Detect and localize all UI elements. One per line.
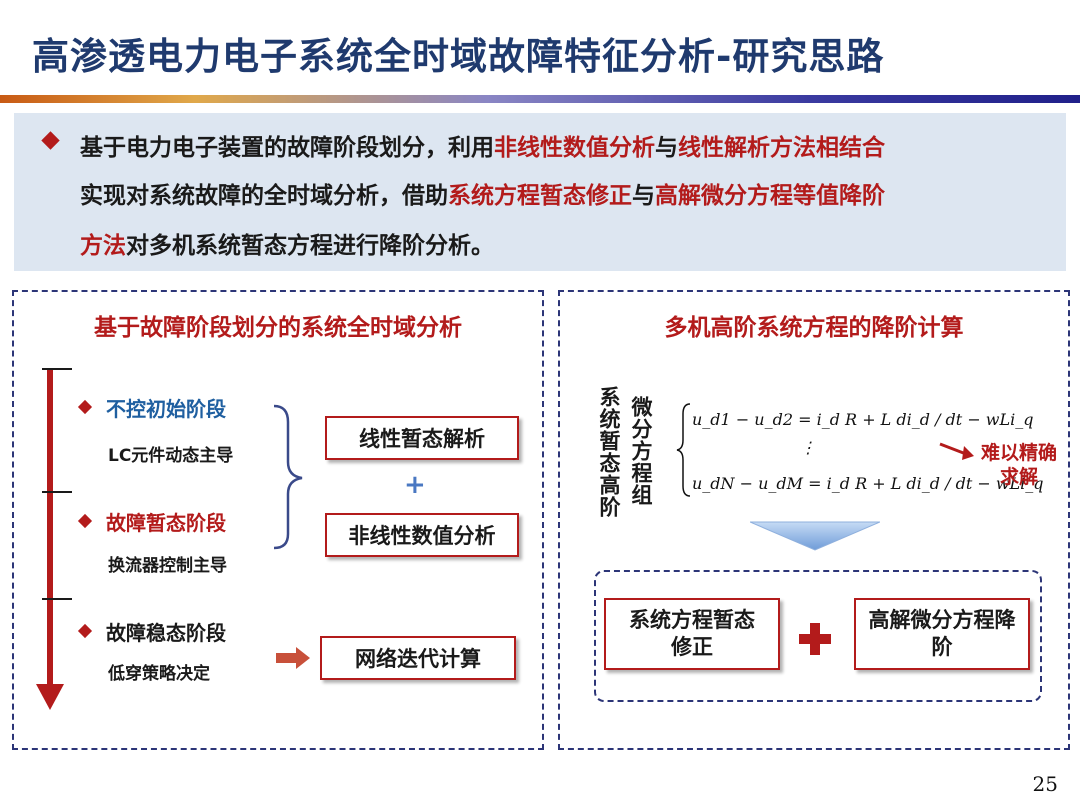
transient-correction-label: 系统方程暂态修正	[629, 608, 755, 659]
summary-line-3: 方法对多机系统暂态方程进行降阶分析。	[80, 226, 494, 260]
page-title: 高渗透电力电子系统全时域故障特征分析-研究思路	[32, 35, 885, 78]
highlight-text: 非线性数值分析	[494, 135, 655, 161]
highlight-text: 方法	[80, 233, 126, 259]
highlight-text: 线性解析方法相结合	[678, 135, 885, 161]
highlight-text: 高解微分方程等值降阶	[655, 183, 885, 209]
plus-icon	[799, 623, 831, 655]
summary-text: 与	[632, 183, 655, 209]
summary-text: 基于电力电子装置的故障阶段划分，利用	[80, 135, 494, 161]
left-panel-title: 基于故障阶段划分的系统全时域分析	[94, 315, 462, 341]
network-iteration-box: 网络迭代计算	[320, 636, 516, 680]
page-number: 25	[1032, 772, 1058, 796]
summary-text: 对多机系统暂态方程进行降阶分析。	[126, 233, 494, 259]
difficulty-note: 难以精确求解	[980, 442, 1057, 488]
summary-line-1: 基于电力电子装置的故障阶段划分，利用非线性数值分析与线性解析方法相结合	[80, 128, 885, 162]
left-brace-icon	[676, 403, 691, 497]
summary-text: 实现对系统故障的全时域分析，借助	[80, 183, 448, 209]
transient-correction-box: 系统方程暂态修正	[604, 598, 780, 670]
down-arrow-icon	[750, 521, 880, 551]
right-panel-title: 多机高阶系统方程的降阶计算	[664, 315, 964, 341]
timeline-tick	[42, 368, 72, 370]
method-group-box	[594, 570, 1042, 702]
order-reduction-box: 高解微分方程降阶	[854, 598, 1030, 670]
equation-ellipsis: ⋮	[800, 438, 816, 457]
right-brace-icon	[273, 404, 303, 550]
plus-icon: +	[404, 470, 426, 500]
summary-text: 与	[655, 135, 678, 161]
stage-2-sub: 换流器控制主导	[108, 556, 227, 576]
summary-box	[14, 113, 1066, 271]
stage-3-name: 故障稳态阶段	[106, 621, 226, 645]
equation-1: u_d1 − u_d2 = i_d R + L di_d / dt − wLi_…	[692, 410, 1034, 429]
timeline-axis	[47, 368, 53, 688]
stage-2-name: 故障暂态阶段	[106, 511, 226, 535]
right-panel	[558, 290, 1070, 750]
stage-3-sub: 低穿策略决定	[108, 664, 210, 684]
timeline-tick	[42, 598, 72, 600]
stage-1-name: 不控初始阶段	[106, 397, 226, 421]
timeline-arrow-icon	[36, 684, 64, 710]
title-gradient-bar	[0, 95, 1080, 103]
linear-analysis-box: 线性暂态解析	[325, 416, 519, 460]
timeline-tick	[42, 491, 72, 493]
left-panel	[12, 290, 544, 750]
right-arrow-icon	[276, 647, 310, 669]
vertical-label-1: 系统暂态高阶	[597, 386, 621, 518]
summary-line-2: 实现对系统故障的全时域分析，借助系统方程暂态修正与高解微分方程等值降阶	[80, 176, 885, 210]
order-reduction-label: 高解微分方程降阶	[868, 608, 1016, 659]
equation-2: u_dN − u_dM = i_d R + L di_d / dt − wLi_…	[692, 474, 1044, 493]
note-arrow-icon	[939, 442, 974, 460]
nonlinear-analysis-box: 非线性数值分析	[325, 513, 519, 557]
vertical-label-2: 微分方程组	[629, 396, 653, 506]
highlight-text: 系统方程暂态修正	[448, 183, 632, 209]
stage-1-sub: LC元件动态主导	[108, 446, 234, 466]
